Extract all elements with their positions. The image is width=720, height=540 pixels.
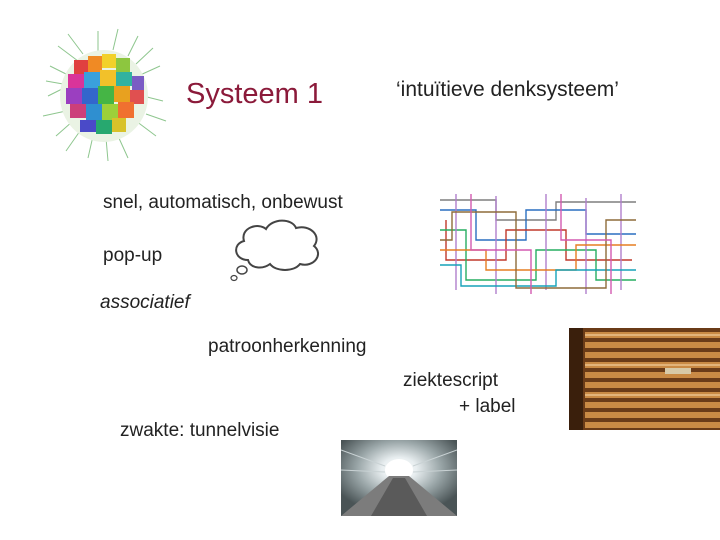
point-snel: snel, automatisch, onbewust bbox=[103, 192, 343, 213]
point-patroonherkenning: patroonherkenning bbox=[208, 336, 367, 357]
archive-shelves-icon bbox=[569, 328, 720, 430]
point-zwakte: zwakte: tunnelvisie bbox=[120, 420, 280, 441]
slide-subtitle: ‘intuïtieve denksysteem’ bbox=[396, 78, 619, 101]
point-popup: pop-up bbox=[103, 245, 163, 266]
metro-map-icon bbox=[436, 190, 640, 298]
point-label: + label bbox=[459, 396, 516, 417]
tunnel-icon bbox=[341, 440, 457, 516]
point-ziektescript: ziektescript bbox=[403, 370, 499, 391]
thought-cloud-icon bbox=[226, 214, 326, 284]
slide-title: Systeem 1 bbox=[186, 78, 323, 110]
point-associatief: associatief bbox=[100, 292, 190, 313]
brain-network-icon bbox=[38, 26, 170, 164]
